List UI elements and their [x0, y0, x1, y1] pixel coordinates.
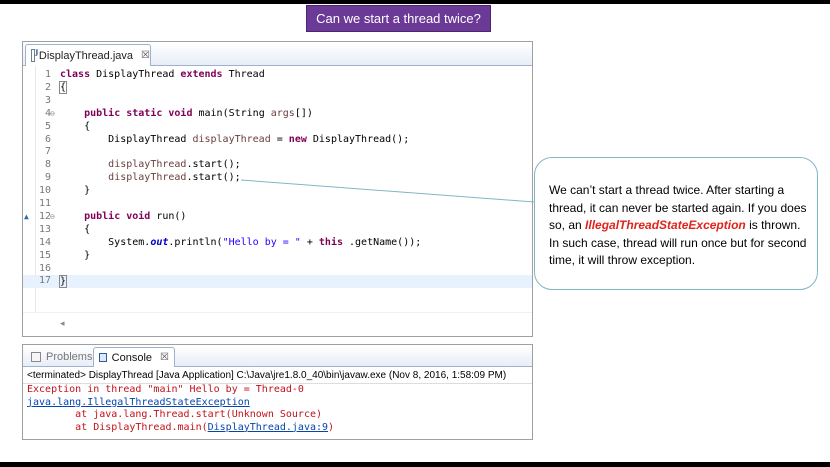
horizontal-scrollbar[interactable]: ◂ — [23, 312, 532, 336]
console-panel: Problems Console ☒ <terminated> DisplayT… — [22, 344, 533, 440]
code-line[interactable]: 3 — [23, 95, 532, 108]
code-line[interactable]: 9 displayThread.start(); — [23, 172, 532, 185]
code-line[interactable]: 8 displayThread.start(); — [23, 159, 532, 172]
stack-frame-end: ) — [328, 421, 335, 433]
line-number: 14 — [38, 236, 51, 248]
bottom-border — [0, 462, 830, 467]
tab-console[interactable]: Console ☒ — [93, 347, 175, 367]
console-output-line: java.lang.IllegalThreadStateException — [23, 397, 532, 410]
console-status-line: <terminated> DisplayThread [Java Applica… — [23, 367, 532, 384]
code-text: class DisplayThread extends Thread — [60, 69, 265, 80]
fold-toggle-icon[interactable]: ⊖ — [50, 108, 55, 118]
callout-text-end: is thrown. In such case, thread will run… — [549, 218, 807, 267]
line-number: 6 — [44, 133, 51, 145]
line-number: 13 — [38, 223, 51, 235]
code-line[interactable]: 10 } — [23, 185, 532, 198]
line-number: 2 — [44, 81, 51, 93]
console-output-line: at java.lang.Thread.start(Unknown Source… — [27, 409, 323, 421]
code-line[interactable]: 16 — [23, 263, 532, 276]
java-file-icon — [31, 48, 38, 62]
code-line[interactable]: 12 ▲ ⊖ public void run() — [23, 211, 532, 224]
code-text: public void run() — [84, 210, 187, 222]
code-text: System.out.println("Hello by = " + this … — [60, 236, 422, 248]
exception-link[interactable]: java.lang.IllegalThreadStateException — [27, 396, 250, 408]
line-number: 9 — [44, 172, 51, 184]
tab-console-label: Console — [111, 351, 153, 364]
code-line[interactable]: 14 System.out.println("Hello by = " + th… — [23, 237, 532, 250]
code-line[interactable]: 11 — [23, 198, 532, 211]
line-number: 10 — [38, 185, 51, 197]
code-text: { — [60, 223, 91, 235]
line-number: 3 — [44, 94, 51, 106]
console-tabbar: Problems Console ☒ — [23, 345, 532, 367]
code-line[interactable]: 1 class DisplayThread extends Thread — [23, 69, 532, 82]
line-number: 4 — [44, 107, 51, 119]
stack-frame-text: at DisplayThread.main( — [27, 421, 208, 433]
code-line[interactable]: 17} — [23, 274, 532, 289]
tab-problems[interactable]: Problems — [26, 347, 97, 367]
close-tab-icon[interactable]: ☒ — [141, 50, 150, 61]
source-link[interactable]: DisplayThread.java:9 — [207, 421, 329, 433]
line-number: 1 — [44, 69, 51, 80]
override-marker-icon: ▲ — [24, 211, 29, 221]
scroll-left-icon[interactable]: ◂ — [60, 318, 65, 328]
code-line[interactable]: 4⊖ public static void main(String args[]… — [23, 108, 532, 121]
line-number: 8 — [44, 159, 51, 171]
top-border — [0, 0, 830, 4]
code-text: displayThread.start(); — [108, 159, 241, 171]
problems-icon — [31, 352, 41, 362]
callout-text: We can’t start a thread twice. After sta… — [549, 183, 807, 232]
line-number: 5 — [44, 120, 51, 132]
close-console-icon[interactable]: ☒ — [160, 352, 169, 363]
code-text: } — [60, 249, 91, 261]
code-text: displayThread.start(); — [108, 172, 241, 184]
fold-toggle-icon[interactable]: ⊖ — [50, 211, 55, 221]
line-number: 11 — [38, 198, 51, 209]
code-line[interactable]: 6 DisplayThread displayThread = new Disp… — [23, 134, 532, 147]
code-text: public static void main(String args[]) — [84, 107, 313, 119]
line-number: 17 — [38, 275, 51, 287]
tab-displaythread-java[interactable]: DisplayThread.java ☒ — [25, 44, 151, 66]
editor-tab-label: DisplayThread.java — [38, 49, 134, 62]
code-line[interactable]: 13 { — [23, 224, 532, 237]
code-editor: DisplayThread.java ☒ 1 class DisplayThrea… — [22, 41, 533, 337]
code-text: } — [58, 274, 68, 288]
line-number: 12 — [38, 210, 51, 222]
callout-exception-name: IllegalThreadStateException — [585, 218, 746, 232]
line-number: 16 — [38, 262, 51, 274]
console-icon — [99, 353, 107, 362]
code-line[interactable]: 7 — [23, 146, 532, 159]
code-line[interactable]: 2{ — [23, 80, 532, 95]
console-output-line: at DisplayThread.main(DisplayThread.java… — [23, 422, 532, 435]
line-number: 15 — [38, 249, 51, 261]
code-text: DisplayThread displayThread = new Displa… — [60, 133, 410, 145]
code-text: } — [60, 185, 91, 197]
code-text: { — [60, 120, 91, 132]
slide-title: Can we start a thread twice? — [306, 5, 491, 32]
editor-tabbar: DisplayThread.java ☒ — [23, 42, 532, 66]
code-text: { — [58, 80, 68, 94]
explanation-callout: We can’t start a thread twice. After sta… — [534, 157, 818, 290]
code-line[interactable]: 5 { — [23, 121, 532, 134]
console-output-line: Exception in thread "main" Hello by = Th… — [27, 384, 304, 395]
line-number: 7 — [44, 146, 51, 158]
editor-gutter — [23, 66, 36, 312]
code-line[interactable]: 15 } — [23, 250, 532, 263]
text-cursor — [66, 275, 68, 287]
tab-problems-label: Problems — [46, 351, 93, 363]
